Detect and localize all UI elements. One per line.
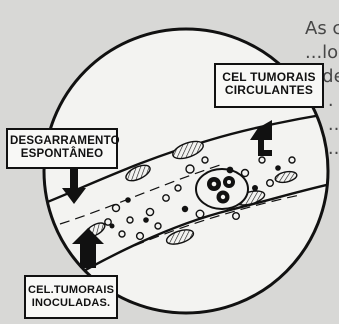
label-inoculated-line1: CEL.TUMORAIS	[28, 284, 114, 297]
label-inoculated-tumor-cells: CEL.TUMORAIS INOCULADAS.	[24, 275, 118, 319]
label-spontaneous-detachment: DESGARRAMENTO ESPONTÂNEO	[6, 128, 118, 169]
label-spontaneous-line1: DESGARRAMENTO	[10, 135, 114, 148]
label-circulating-line2: CIRCULANTES	[219, 84, 319, 97]
label-circulating-tumor-cells: CEL TUMORAIS CIRCULANTES	[214, 63, 324, 108]
central-tumor-cell-cluster	[196, 169, 248, 209]
label-inoculated-line2: INOCULADAS.	[28, 297, 114, 310]
label-spontaneous-line2: ESPONTÂNEO	[10, 148, 114, 161]
